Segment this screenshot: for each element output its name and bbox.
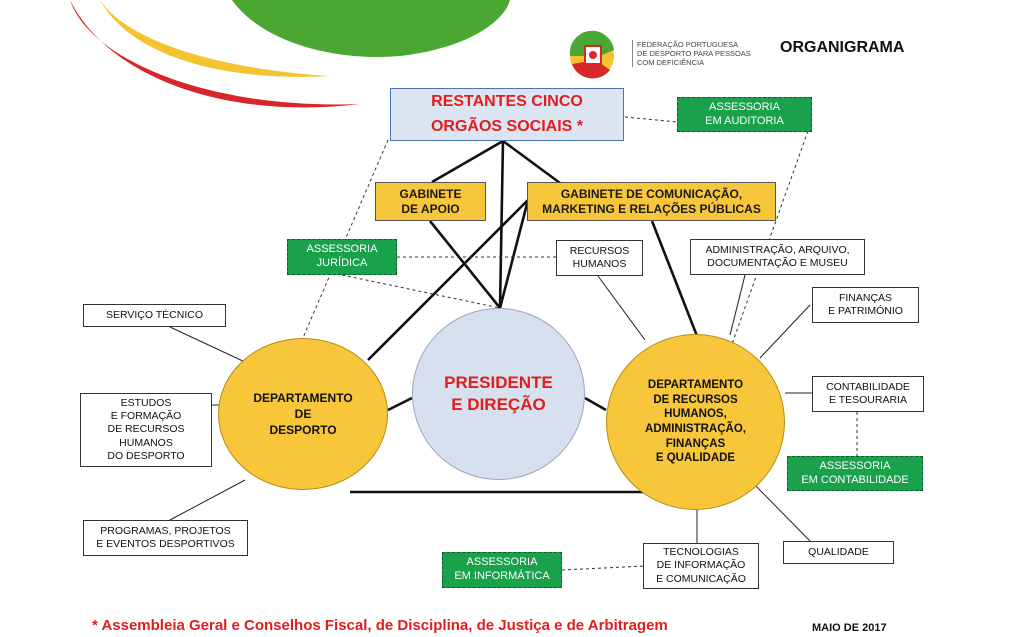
it-advisory-box: ASSESSORIA EM INFORMÁTICA bbox=[442, 552, 562, 588]
fpdd-logo-icon bbox=[569, 30, 614, 79]
human-resources-box: RECURSOS HUMANOS bbox=[556, 240, 643, 276]
sports-training-studies-box: ESTUDOS E FORMAÇÃO DE RECURSOS HUMANOS D… bbox=[80, 393, 212, 467]
administration-archive-box: ADMINISTRAÇÃO, ARQUIVO, DOCUMENTAÇÃO E M… bbox=[690, 239, 865, 275]
sports-programs-events-box: PROGRAMAS, PROJETOS E EVENTOS DESPORTIVO… bbox=[83, 520, 248, 556]
organization-name: FEDERAÇÃO PORTUGUESA DE DESPORTO PARA PE… bbox=[632, 40, 751, 67]
president-board-circle: PRESIDENTE E DIREÇÃO bbox=[412, 308, 585, 480]
legal-advisory-box: ASSESSORIA JURÍDICA bbox=[287, 239, 397, 275]
other-governing-bodies-box: RESTANTES CINCO ORGÃOS SOCIAIS * bbox=[390, 88, 624, 141]
accounting-advisory-box: ASSESSORIA EM CONTABILIDADE bbox=[787, 456, 923, 491]
page-title: ORGANIGRAMA bbox=[780, 39, 905, 56]
technical-service-box: SERVIÇO TÉCNICO bbox=[83, 304, 226, 327]
quality-box: QUALIDADE bbox=[783, 541, 894, 564]
decorative-swoosh bbox=[70, 0, 510, 108]
footnote: * Assembleia Geral e Conselhos Fiscal, d… bbox=[92, 617, 668, 634]
information-technology-box: TECNOLOGIAS DE INFORMAÇÃO E COMUNICAÇÃO bbox=[643, 543, 759, 589]
date-label: MAIO DE 2017 bbox=[812, 622, 887, 634]
support-office-box: GABINETE DE APOIO bbox=[375, 182, 486, 221]
accounting-treasury-box: CONTABILIDADE E TESOURARIA bbox=[812, 376, 924, 412]
organization-logo bbox=[560, 26, 624, 82]
sports-department-circle: DEPARTAMENTO DE DESPORTO bbox=[218, 338, 388, 490]
resources-department-circle: DEPARTAMENTO DE RECURSOS HUMANOS, ADMINI… bbox=[606, 334, 785, 510]
audit-advisory-box: ASSESSORIA EM AUDITORIA bbox=[677, 97, 812, 132]
communication-office-box: GABINETE DE COMUNICAÇÃO, MARKETING E REL… bbox=[527, 182, 776, 221]
finance-assets-box: FINANÇAS E PATRIMÓNIO bbox=[812, 287, 919, 323]
